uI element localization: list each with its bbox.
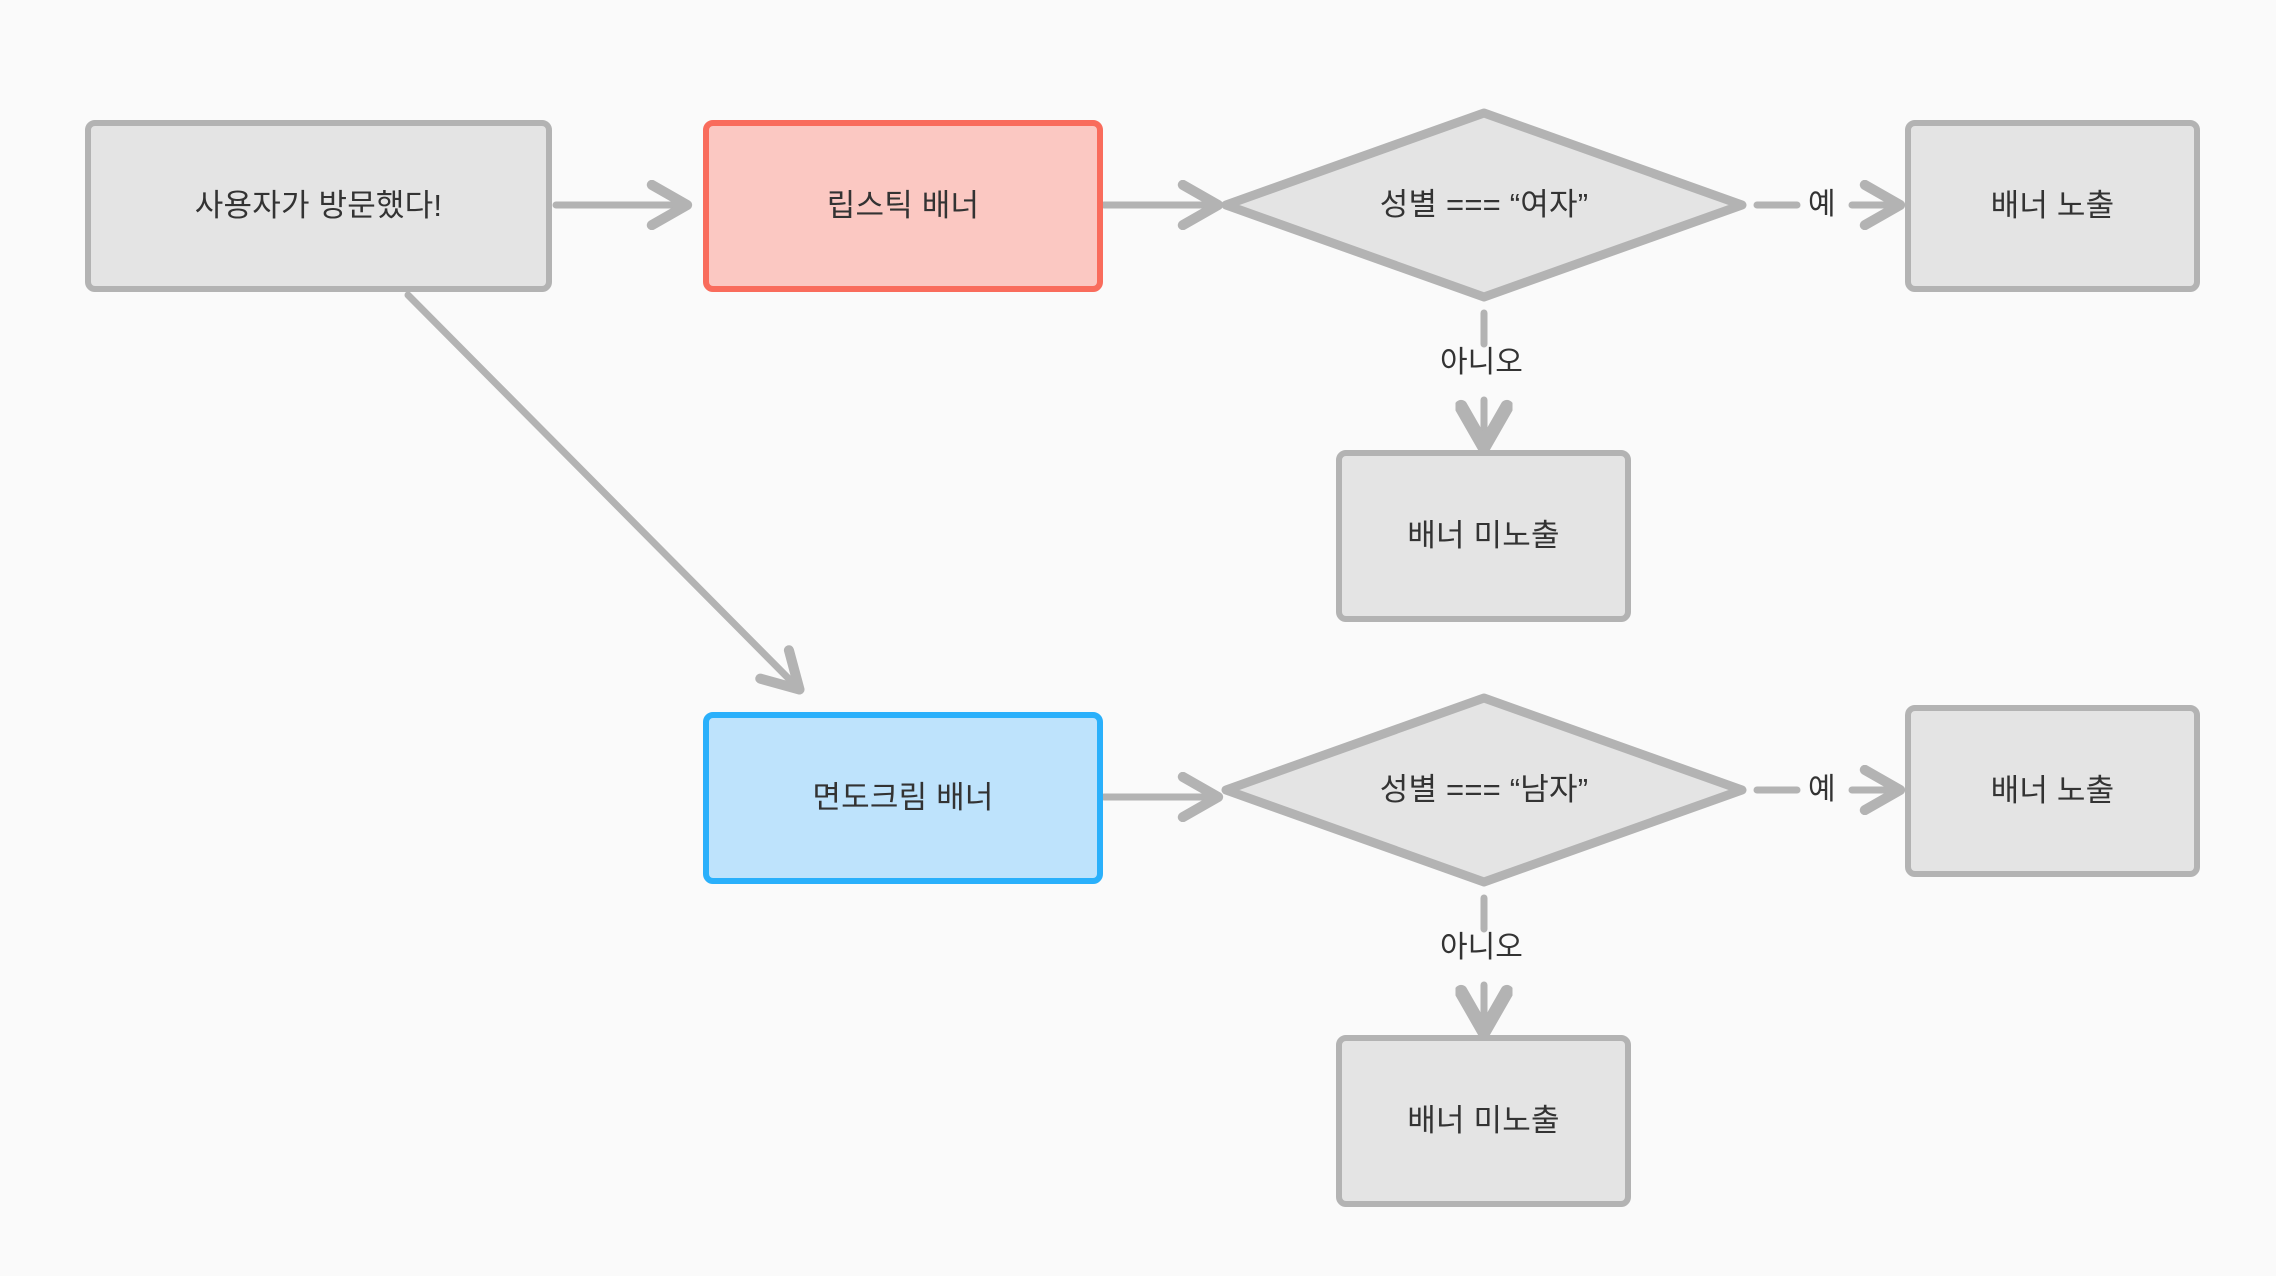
node-hide-banner-top[interactable]: 배너 미노출 bbox=[1336, 450, 1631, 622]
node-show-banner-bottom-label: 배너 노출 bbox=[1990, 772, 2115, 808]
node-hide-banner-bottom-label: 배너 미노출 bbox=[1407, 1102, 1560, 1138]
edge-label-yes-bottom: 예 bbox=[1808, 775, 1836, 805]
diamond-shape-female bbox=[1221, 108, 1747, 302]
node-condition-male[interactable]: 성별 === “남자” bbox=[1218, 690, 1750, 890]
node-lipstick-banner-label: 립스틱 배너 bbox=[826, 187, 980, 223]
node-shavingcream-banner-label: 면도크림 배너 bbox=[812, 779, 994, 815]
node-lipstick-banner[interactable]: 립스틱 배너 bbox=[703, 120, 1103, 292]
edge-label-no-bottom-text: 아니오 bbox=[1440, 931, 1523, 964]
node-start[interactable]: 사용자가 방문했다! bbox=[85, 120, 552, 292]
node-hide-banner-bottom[interactable]: 배너 미노출 bbox=[1336, 1035, 1631, 1207]
node-show-banner-top-label: 배너 노출 bbox=[1990, 187, 2115, 223]
node-show-banner-top[interactable]: 배너 노출 bbox=[1905, 120, 2200, 292]
edge-label-no-top-text: 아니오 bbox=[1440, 346, 1523, 379]
node-start-label: 사용자가 방문했다! bbox=[194, 187, 443, 223]
edge-start-to-shavingcream bbox=[404, 291, 805, 695]
edge-label-no-bottom: 아니오 bbox=[1440, 933, 1523, 963]
node-condition-female-label: 성별 === “여자” bbox=[1379, 186, 1589, 222]
node-shavingcream-banner[interactable]: 면도크림 배너 bbox=[703, 712, 1103, 884]
node-show-banner-bottom[interactable]: 배너 노출 bbox=[1905, 705, 2200, 877]
edge-label-yes-top: 예 bbox=[1808, 190, 1836, 220]
node-condition-male-label: 성별 === “남자” bbox=[1379, 771, 1589, 807]
edge-label-no-top: 아니오 bbox=[1440, 348, 1523, 378]
edge-label-yes-bottom-text: 예 bbox=[1808, 773, 1836, 806]
node-condition-female[interactable]: 성별 === “여자” bbox=[1218, 105, 1750, 305]
node-hide-banner-top-label: 배너 미노출 bbox=[1407, 517, 1560, 553]
edge-label-yes-top-text: 예 bbox=[1808, 188, 1836, 221]
diamond-shape-male bbox=[1221, 693, 1747, 887]
